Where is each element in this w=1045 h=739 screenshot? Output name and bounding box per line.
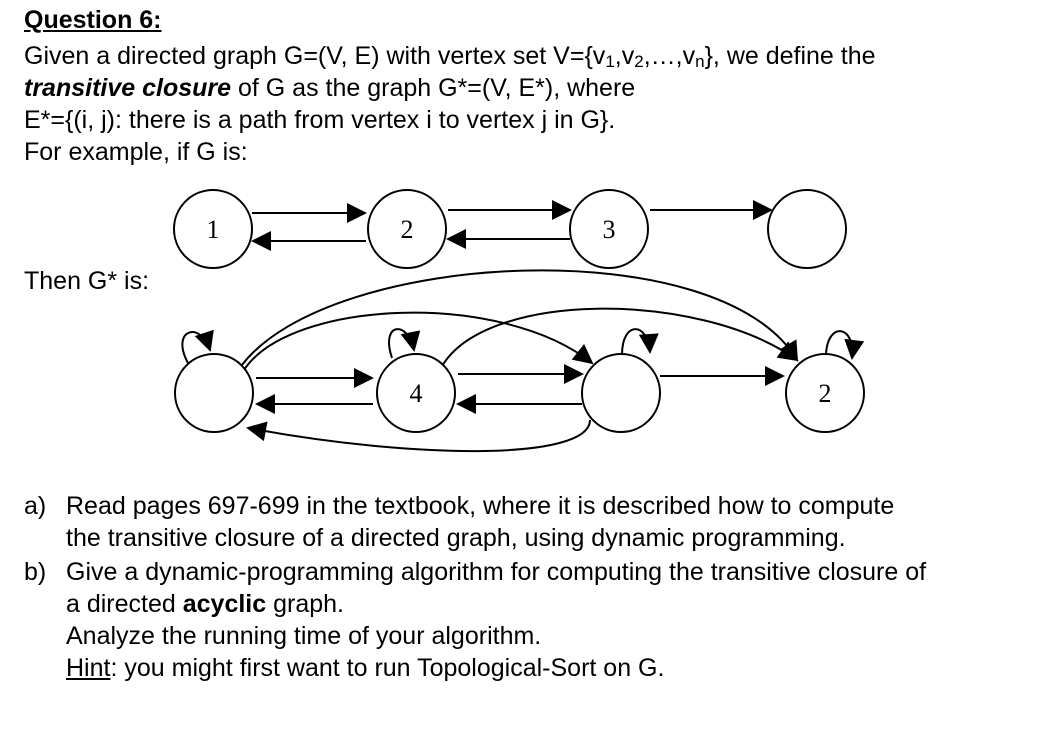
example-intro: For example, if G is: [24,138,248,166]
item-b-line-2: a directed acyclic graph. [66,588,344,620]
node-g-1 [173,189,253,269]
definition-text: of G as the graph G*=(V, E*), where [231,74,636,102]
hint-label: Hint [66,654,111,682]
term-transitive-closure: transitive closure [24,74,232,102]
closure-label: Then G* is: [24,267,150,295]
item-a-line-1: Read pages 697-699 in the textbook, wher… [66,492,895,520]
hint-text: : you might first want to run Topologica… [110,654,665,682]
item-b-line-3: Analyze the running time of your algorit… [66,622,542,650]
definition-text: Given a directed graph G=(V, E) with ver… [24,42,606,70]
definition-text: ,v [614,42,635,70]
node-g-3-label: 3 [603,215,616,244]
subscript-1: 1 [605,52,615,71]
definition-line-3: E*={(i, j): there is a path from vertex … [24,106,616,134]
node-gstar-4-label: 2 [819,379,832,408]
node-g-1-label: 1 [207,215,220,244]
item-b-line-1: Give a dynamic-programming algorithm for… [66,558,927,586]
self-loop-gstar-1 [181,329,214,364]
self-loop-gstar-2 [388,328,421,359]
item-b-hint: Hint: you might first want to run Topolo… [66,652,664,684]
definition-line-1: Given a directed graph G=(V, E) with ver… [24,40,876,72]
edge-gstar-3-1 [246,419,591,453]
definition-text: ,…,v [643,42,696,70]
item-a-marker: a) [24,492,47,520]
self-loop-gstar-3 [621,328,659,356]
node-g-2-label: 2 [401,215,414,244]
item-b-acyclic: acyclic [182,590,267,618]
self-loop-gstar-4 [825,330,865,360]
edge-gstar-1-3 [243,311,594,371]
node-gstar-1 [174,353,254,433]
subscript-2: 2 [634,52,644,71]
definition-text: }, we define the [704,42,876,70]
edge-gstar-2-4 [439,307,799,371]
graph-g: 1 2 3 [173,189,847,269]
item-a-line-2: the transitive closure of a directed gra… [66,524,846,552]
question-title: Question 6: [24,6,162,34]
node-gstar-4 [785,353,865,433]
subscript-n: n [695,52,705,71]
node-gstar-2 [376,353,456,433]
node-g-2 [367,189,447,269]
node-gstar-3 [581,353,661,433]
item-b-text: graph. [266,590,345,618]
graph-gstar: 4 2 [174,269,865,453]
item-b-marker: b) [24,558,47,586]
node-g-4 [767,189,847,269]
node-g-3 [569,189,649,269]
node-gstar-2-label: 4 [410,379,423,408]
edge-gstar-1-4 [241,269,799,366]
item-b-text: a directed [66,590,183,618]
definition-line-2: transitive closure of G as the graph G*=… [24,72,635,104]
